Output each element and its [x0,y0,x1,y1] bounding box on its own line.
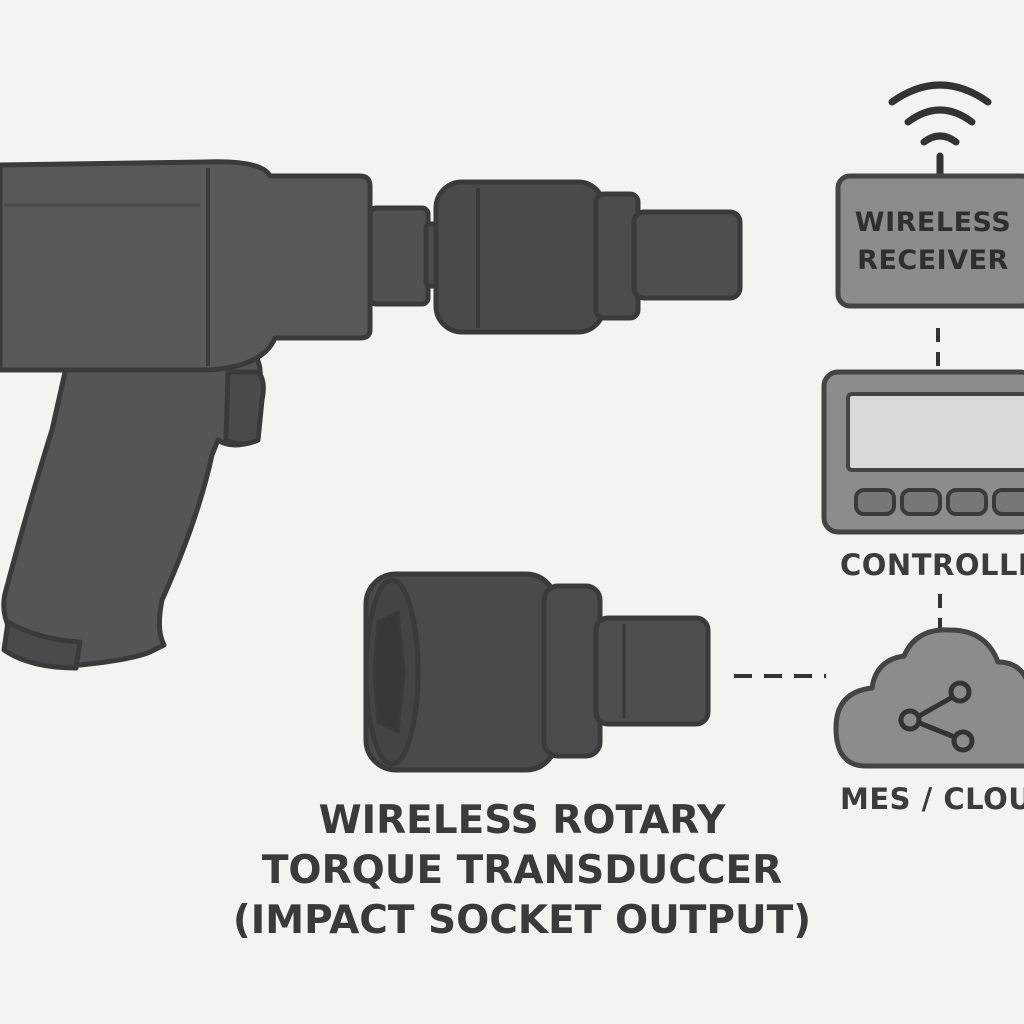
transducer-collar [541,583,603,759]
controller-button [992,488,1024,516]
transducer-hex-bore [372,610,406,734]
wireless-receiver-label: WIRELESS RECEIVER [838,204,1024,280]
torque-transducer [363,571,711,773]
controller-screen [846,392,1024,472]
transducer-title-line2: TORQUE TRANSDUCCER [261,848,783,893]
controller-button [854,488,896,516]
mes-cloud-label: MES / CLOU [840,782,1024,816]
controller-label: CONTROLLE [840,548,1024,582]
transducer-title: WIRELESS ROTARY TORQUE TRANSDUCCER (IMPA… [212,796,832,946]
impact-wrench [0,159,743,671]
controller-button [946,488,988,516]
wrench-trigger [223,369,266,447]
wrench-nose [367,205,431,307]
cloud-shape [833,627,1024,769]
share-icon [898,680,975,753]
wifi-icon [888,81,992,180]
transducer-square-drive [593,615,711,727]
controller-button [900,488,942,516]
wireless-receiver-box [835,173,1024,309]
mounted-socket [433,179,607,335]
wrench-handle-butt [1,619,83,671]
transducer-title-line3: (IMPACT SOCKET OUTPUT) [232,898,812,943]
mounted-square-drive [631,209,743,301]
receiver-label-line2: RECEIVER [857,245,1009,276]
wrench-body [0,159,373,373]
receiver-label-line1: WIRELESS [854,207,1012,238]
wrench-handle [1,347,263,668]
transducer-title-line1: WIRELESS ROTARY [318,798,726,843]
controller-unit [821,369,1024,535]
